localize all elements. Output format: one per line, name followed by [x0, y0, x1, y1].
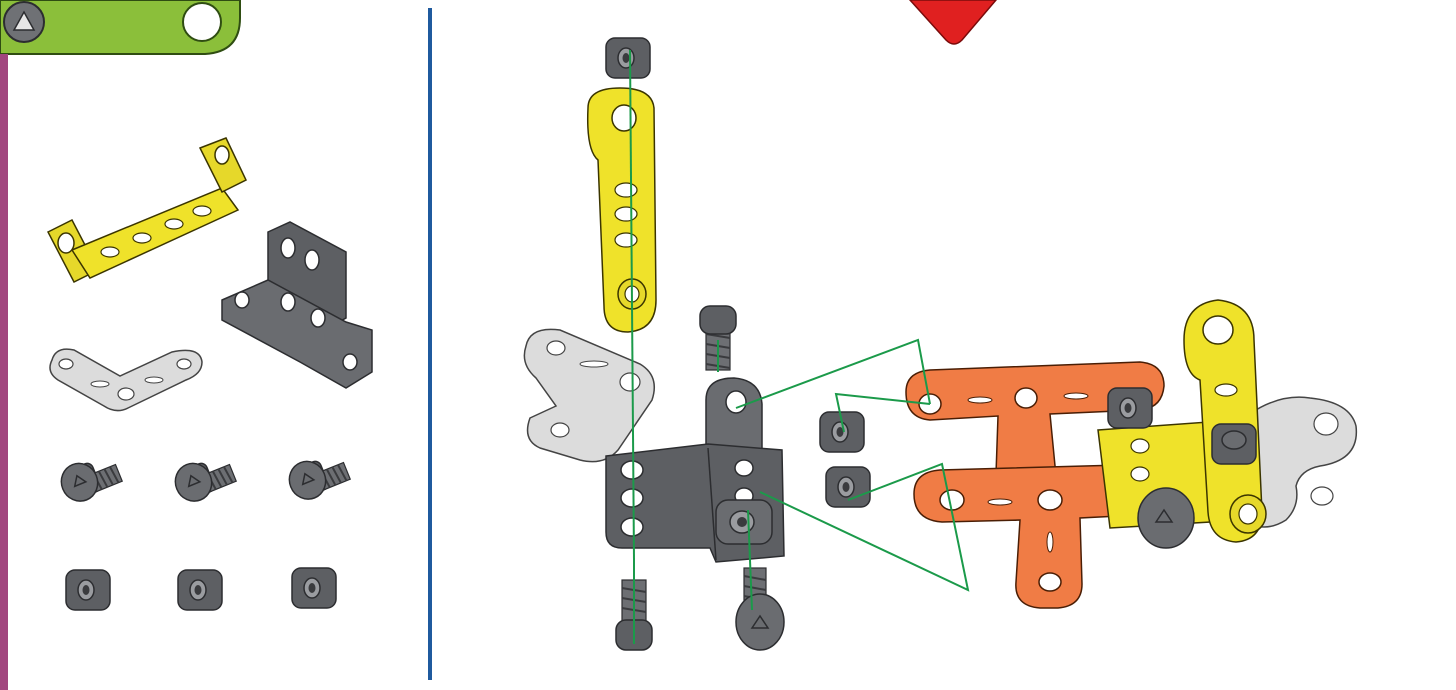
- yellow-u-bracket-part: [48, 138, 246, 282]
- bolt-part: [170, 450, 238, 507]
- parts-panel: [48, 138, 372, 610]
- panel-divider: [428, 8, 432, 680]
- yellow-bracket-upright: [588, 88, 656, 332]
- sidebar-accent-bar: [0, 54, 8, 690]
- assembly-guide-lines: [630, 50, 968, 644]
- dark-angle-bracket-part: [222, 222, 372, 388]
- square-nut-part: [66, 570, 110, 610]
- bolt-part: [56, 450, 124, 507]
- step-indicator-circle: [183, 3, 221, 41]
- square-nut-part: [178, 570, 222, 610]
- silver-l-plate-part: [50, 349, 202, 410]
- square-nut-middle-bottom: [826, 467, 870, 507]
- square-nut-top: [606, 38, 650, 78]
- step-header: [0, 0, 240, 54]
- completed-subassembly: [1098, 300, 1356, 548]
- bolt-part: [284, 448, 352, 505]
- square-nut-part: [292, 568, 336, 608]
- bolt-vertical-bottom-right: [736, 568, 784, 650]
- silver-plate-assembly: [524, 329, 654, 461]
- assembly-diagram: [524, 38, 1356, 650]
- red-pointer-icon: [910, 0, 996, 44]
